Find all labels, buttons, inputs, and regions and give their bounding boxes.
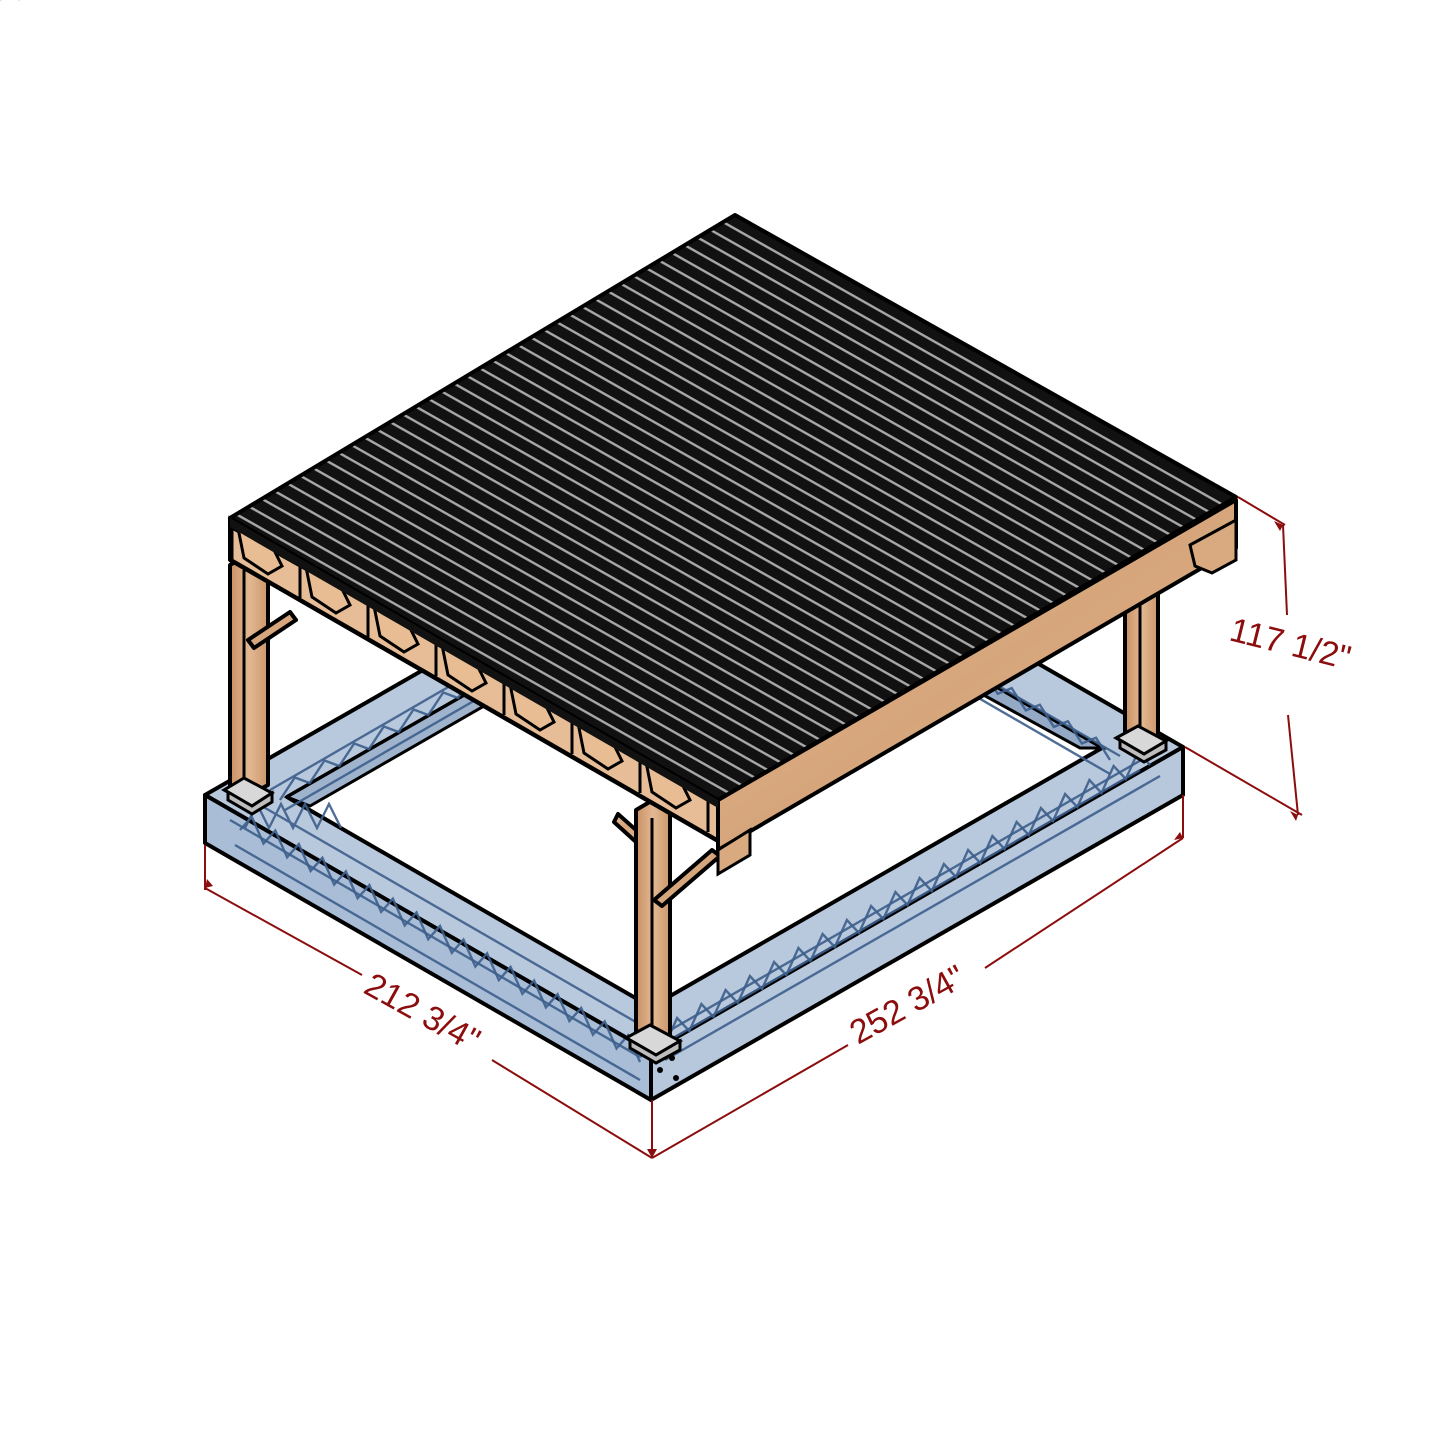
post-base-back-right <box>1112 724 1170 764</box>
anchor-bolts <box>657 1055 679 1081</box>
post-base-front <box>622 1023 684 1065</box>
rafter-gussets <box>236 525 710 832</box>
knee-braces <box>246 610 722 908</box>
roof-front-edge <box>230 518 718 808</box>
dimension-height-label: 117 1/2" <box>1226 611 1355 678</box>
corrugated-roof <box>228 213 1238 808</box>
post-base-back-left <box>221 776 275 816</box>
footing-front-left-face <box>203 793 653 1102</box>
post-back-left <box>228 541 270 800</box>
post-front <box>634 788 672 1048</box>
